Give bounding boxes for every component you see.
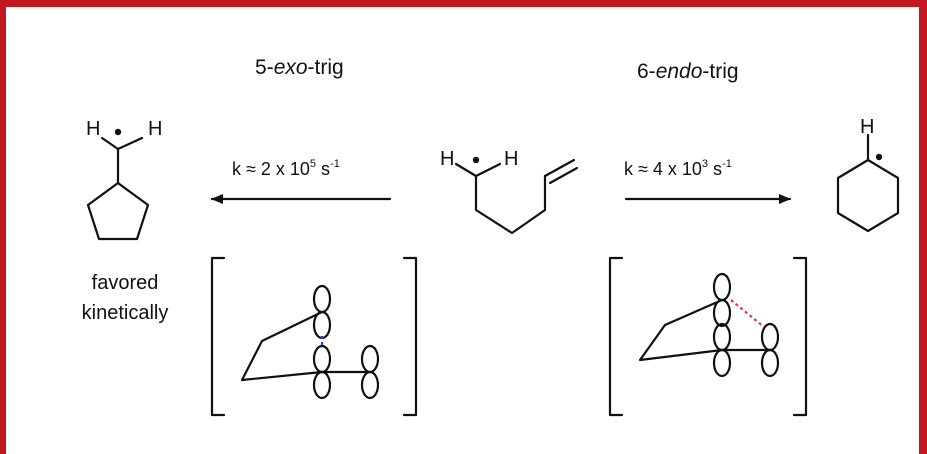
endo-ts-chain	[638, 298, 772, 362]
exo-product-radical-dot	[114, 128, 122, 136]
substrate-h-left: H	[440, 148, 455, 170]
exo-product-cyclopentylmethyl-radical	[86, 136, 150, 241]
exo-product-h-right: H	[148, 118, 163, 140]
endo-rate-constant: k ≈ 4 x 103 s-1	[624, 158, 732, 179]
exo-ts-right-bracket	[402, 256, 418, 417]
exo-product-h-left: H	[86, 118, 101, 140]
endo-ts-left-bracket	[608, 256, 624, 417]
endo-ts-right-bracket	[792, 256, 808, 417]
exo-ts-chain	[240, 310, 372, 382]
substrate-h-right: H	[504, 148, 519, 170]
endo-ts-p-orbitals	[712, 272, 780, 378]
endo-product-h: H	[860, 116, 875, 138]
exo-title: 5-exo-trig	[255, 56, 344, 79]
endo-product-radical-dot	[875, 153, 883, 161]
endo-product-cyclohexyl-radical	[836, 133, 900, 233]
exo-ts-p-orbitals	[312, 284, 380, 400]
endo-orbital-overlap-dashes	[730, 299, 765, 328]
substrate-hexenyl-radical	[454, 158, 579, 235]
exo-rate-constant: k ≈ 2 x 105 s-1	[232, 158, 340, 179]
endo-title: 6-endo-trig	[637, 60, 739, 83]
exo-ts-left-bracket	[210, 256, 226, 417]
favored-kinetically-note: favored kinetically	[81, 272, 169, 324]
substrate-radical-dot	[472, 156, 480, 164]
